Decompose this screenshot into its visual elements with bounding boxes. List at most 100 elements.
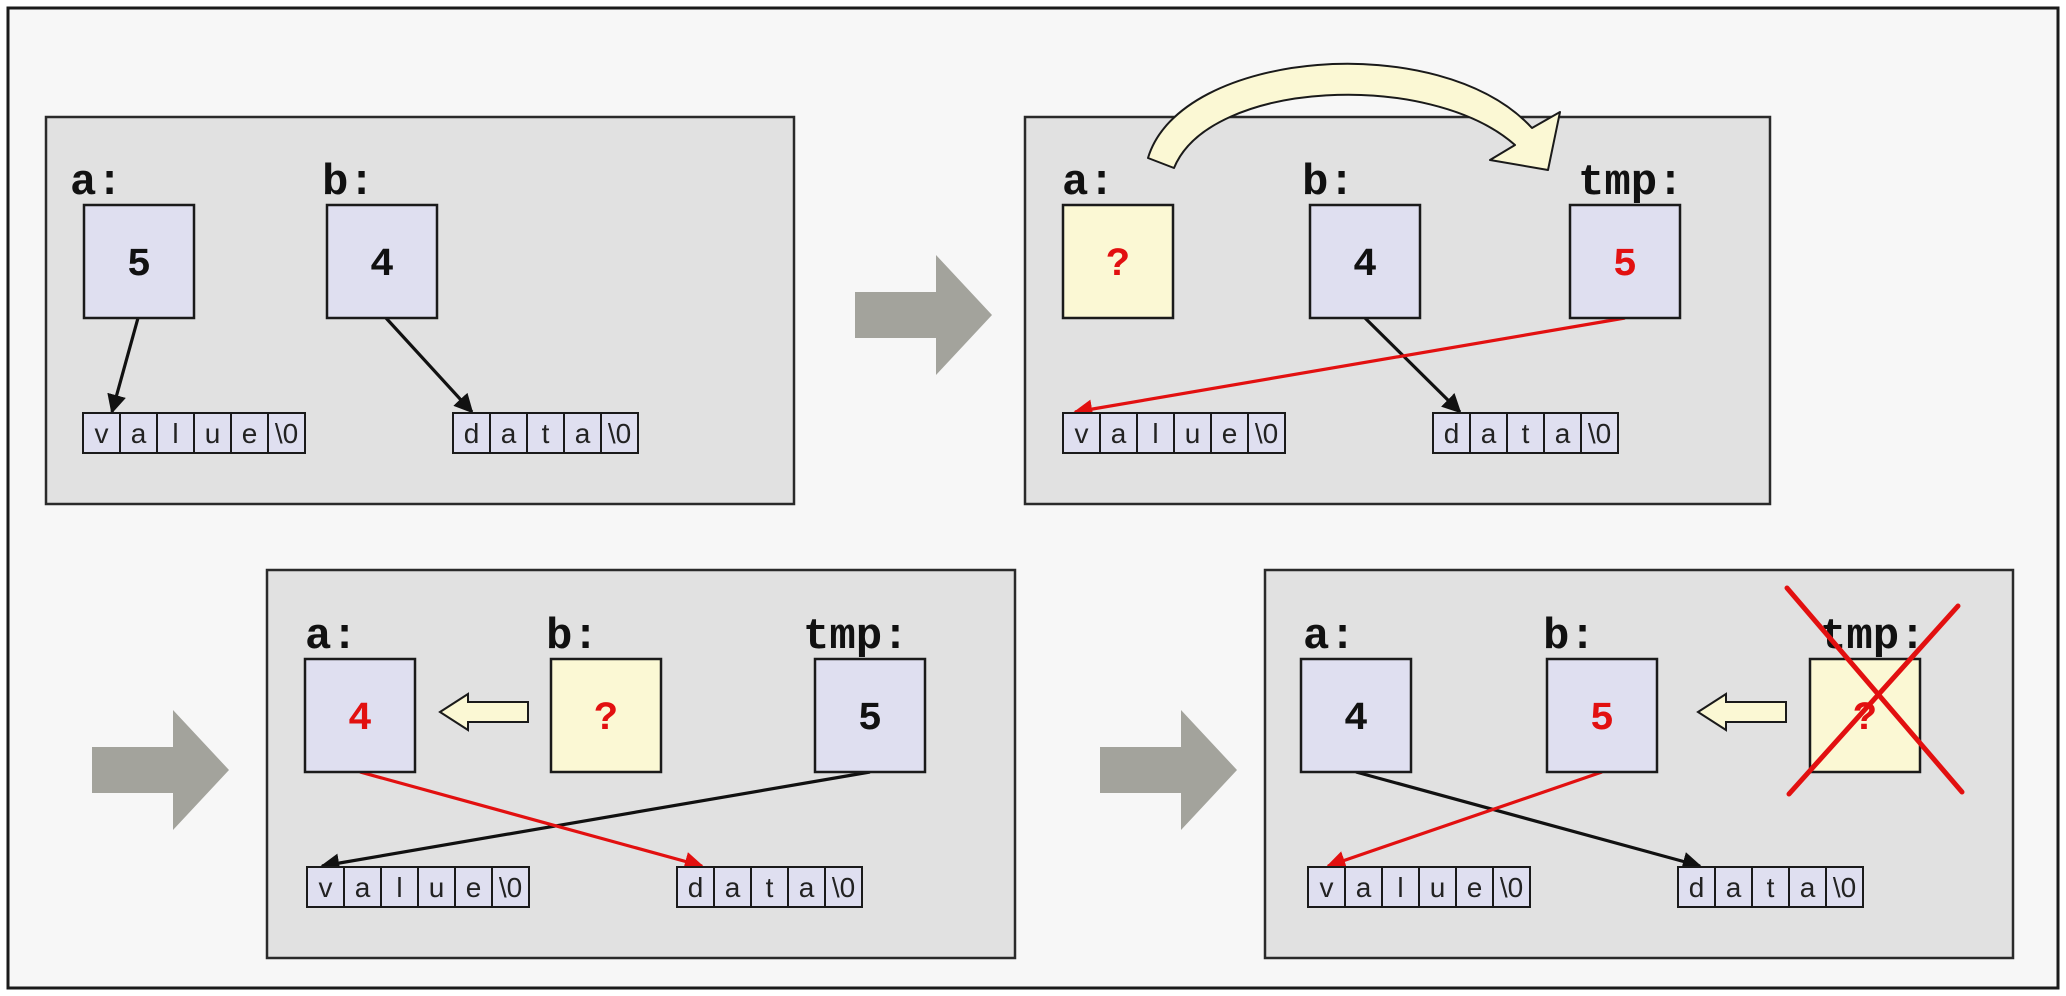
- char-label: \0: [1588, 418, 1611, 449]
- char-cell: [787, 866, 826, 908]
- char-cell: [1307, 866, 1346, 908]
- var-value: ?: [1106, 243, 1130, 288]
- char-label: d: [688, 872, 704, 903]
- char-label: v: [1075, 418, 1089, 449]
- pointer-b-to-data: [1363, 316, 1462, 414]
- char-label: \0: [1255, 418, 1278, 449]
- char-label: l: [1397, 872, 1403, 903]
- step-arrow-icon: [92, 710, 229, 830]
- var-label: tmp:: [1820, 612, 1926, 662]
- char-cell: [1469, 412, 1508, 454]
- pointer-a-to-data: [1355, 770, 1702, 871]
- var-box-b: [549, 657, 663, 774]
- var-box-a: [1299, 657, 1413, 774]
- var-box-tmp: [813, 657, 927, 774]
- var-label: b:: [1302, 158, 1355, 208]
- char-label: e: [466, 872, 482, 903]
- char-cell: [563, 412, 602, 454]
- pointer-b-to-data: [384, 316, 474, 414]
- char-cell: [713, 866, 752, 908]
- var-box-b: [325, 203, 439, 320]
- char-label: e: [1467, 872, 1483, 903]
- char-label: a: [1800, 872, 1816, 903]
- var-label: tmp:: [803, 612, 909, 662]
- char-label: a: [575, 418, 591, 449]
- panel-3-variables: a: b: tmp: 4 ? 5: [303, 612, 927, 774]
- var-value: 5: [127, 243, 151, 288]
- var-label: b:: [1543, 612, 1596, 662]
- char-label: t: [542, 418, 550, 449]
- char-label: a: [501, 418, 517, 449]
- char-label: \0: [1500, 872, 1523, 903]
- char-label: t: [1767, 872, 1775, 903]
- var-value: 4: [1344, 697, 1368, 742]
- var-value: 5: [858, 697, 882, 742]
- var-box-b: [1308, 203, 1422, 320]
- char-cell: [343, 866, 382, 908]
- char-label: \0: [275, 418, 298, 449]
- char-cell: [417, 866, 456, 908]
- char-label: v: [319, 872, 333, 903]
- var-box-a: [82, 203, 196, 320]
- pointer-a-to-value: [107, 317, 140, 414]
- char-label: a: [1481, 418, 1497, 449]
- char-label: d: [464, 418, 480, 449]
- char-cell: [824, 866, 863, 908]
- char-cell: [1455, 866, 1494, 908]
- var-label: b:: [322, 158, 375, 208]
- panel-4-variables: a: b: tmp: 4 5 ?: [1299, 585, 1965, 797]
- char-label: u: [429, 872, 445, 903]
- char-label: t: [1522, 418, 1530, 449]
- char-cell: [1825, 866, 1864, 908]
- char-label: d: [1444, 418, 1460, 449]
- var-value: 5: [1590, 697, 1614, 742]
- char-cell: [452, 412, 491, 454]
- char-cell: [1506, 412, 1545, 454]
- red-cross-icon: [1784, 585, 1965, 795]
- char-cell: [1492, 866, 1531, 908]
- var-label: tmp:: [1578, 158, 1684, 208]
- char-label: d: [1689, 872, 1705, 903]
- char-label: \0: [608, 418, 631, 449]
- char-cell: [82, 412, 121, 454]
- var-box-b: [1545, 657, 1659, 774]
- char-label: u: [1185, 418, 1201, 449]
- char-label: a: [799, 872, 815, 903]
- char-label: u: [205, 418, 221, 449]
- var-value: 5: [1613, 243, 1637, 288]
- char-cell: [306, 866, 345, 908]
- var-label: a:: [1303, 612, 1356, 662]
- step-arrow-icon: [855, 255, 992, 375]
- red-cross-icon: [1786, 603, 1961, 797]
- var-label: a:: [70, 158, 123, 208]
- pointer-tmp-to-value: [1073, 316, 1626, 419]
- char-cell: [1432, 412, 1471, 454]
- curved-copy-arrow-icon: [1147, 62, 1561, 171]
- char-label: a: [1726, 872, 1742, 903]
- char-label: u: [1430, 872, 1446, 903]
- char-label: a: [1111, 418, 1127, 449]
- char-label: a: [1356, 872, 1372, 903]
- char-label: v: [95, 418, 109, 449]
- var-value: ?: [594, 697, 618, 742]
- var-label: a:: [305, 612, 358, 662]
- char-cell: [230, 412, 269, 454]
- char-label: l: [172, 418, 178, 449]
- char-label: a: [725, 872, 741, 903]
- var-box-a: [303, 657, 417, 774]
- char-cell: [1381, 866, 1420, 908]
- char-label: t: [766, 872, 774, 903]
- char-label: v: [1320, 872, 1334, 903]
- char-label: a: [131, 418, 147, 449]
- char-cell: [676, 866, 715, 908]
- var-value: 4: [1353, 243, 1377, 288]
- pointer-tmp-to-value: [320, 770, 871, 873]
- char-cell: [1580, 412, 1619, 454]
